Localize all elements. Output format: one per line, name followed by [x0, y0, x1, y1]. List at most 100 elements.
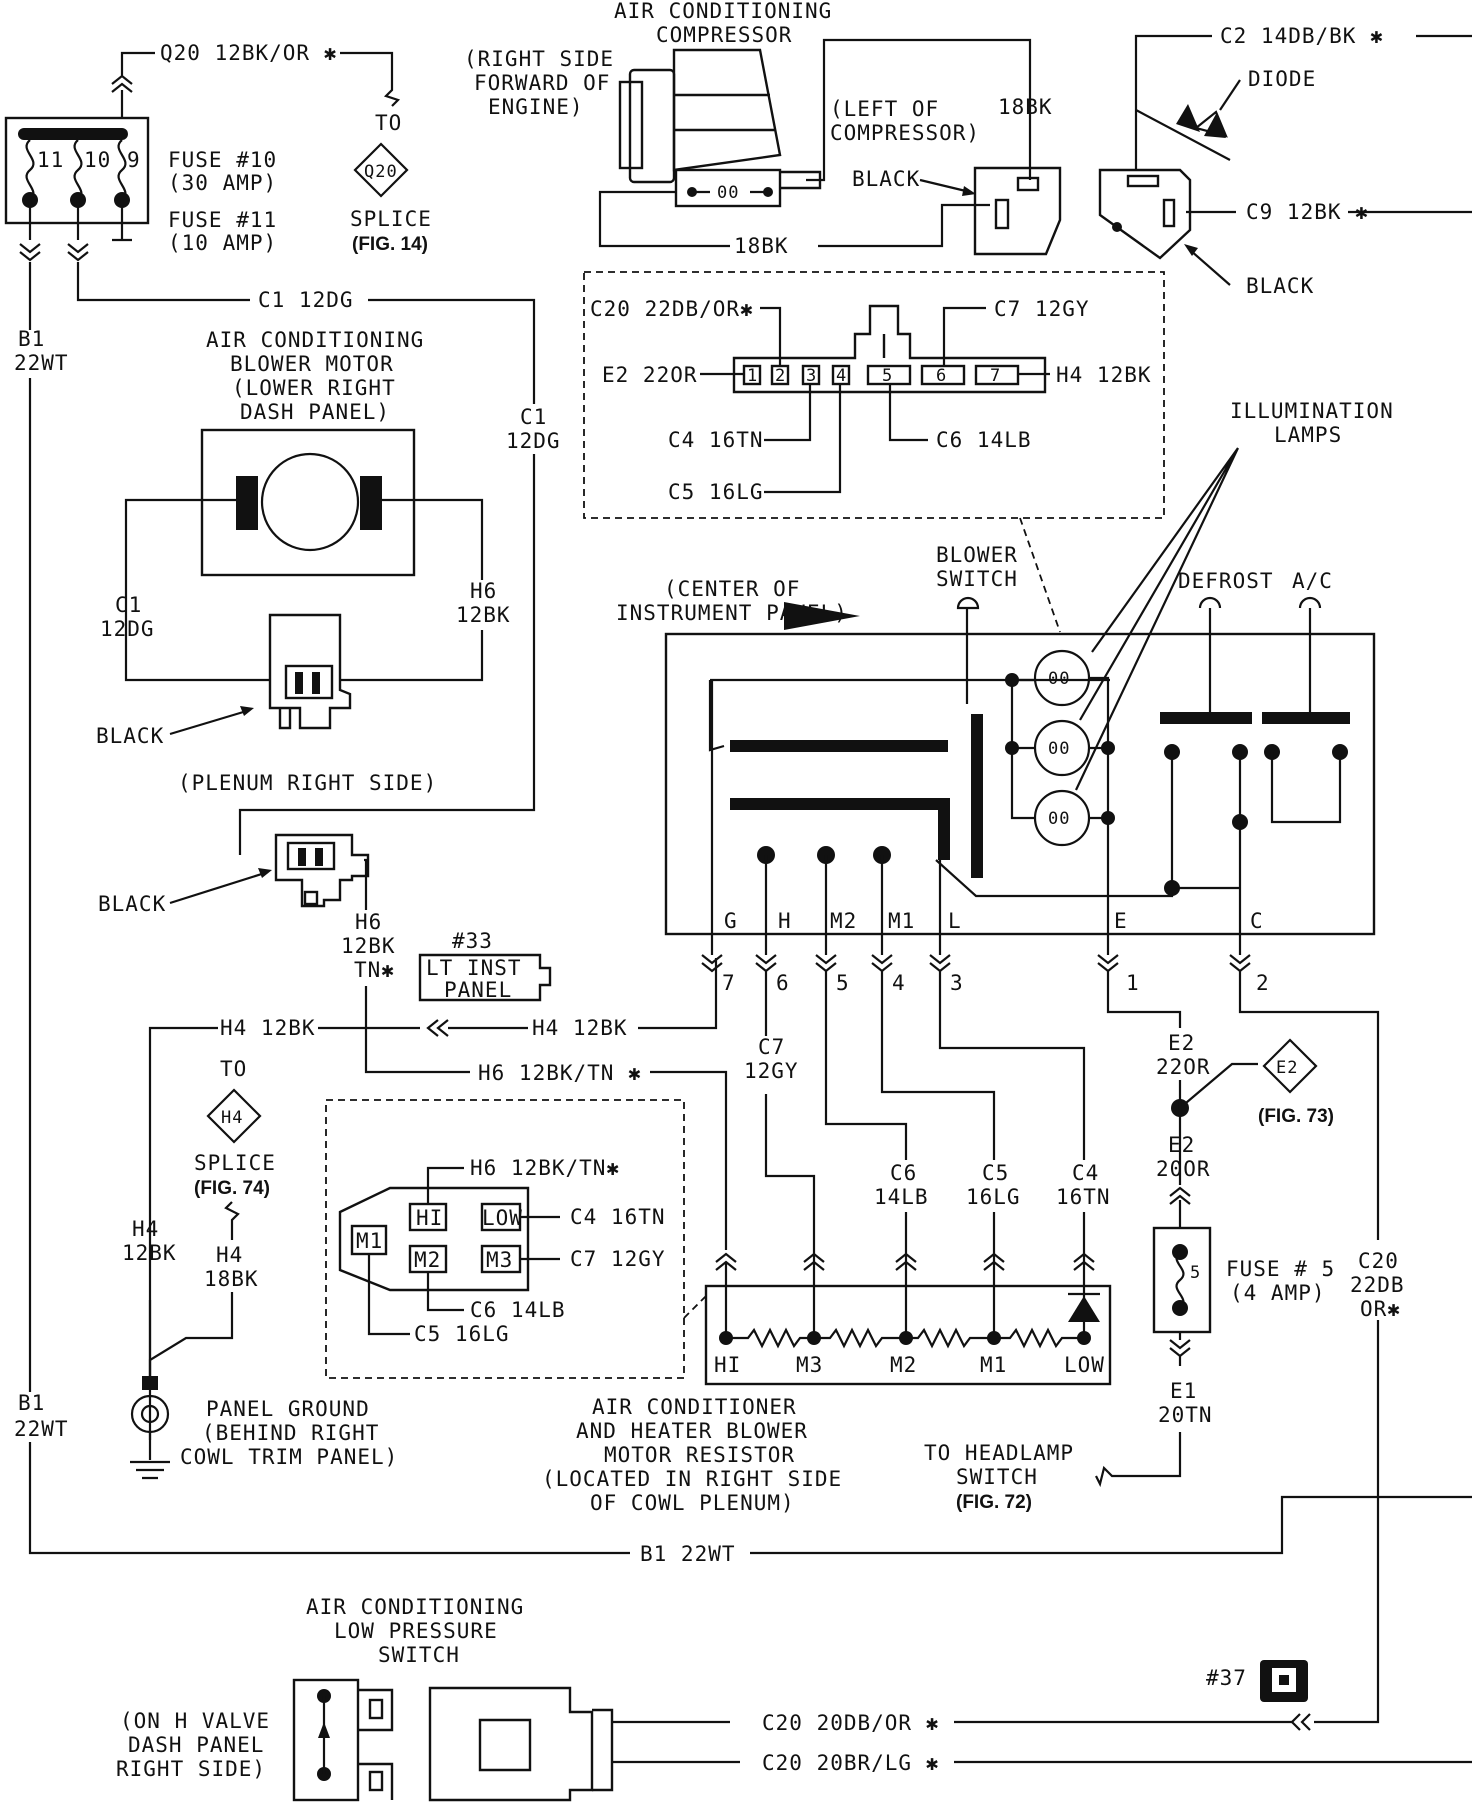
- c7-wire-gauge: 12GY: [744, 1059, 799, 1083]
- low-pressure-switch: [292, 1678, 394, 1802]
- res-term-m1: M1: [980, 1353, 1007, 1377]
- q20-to-label: TO: [375, 111, 402, 135]
- q20-wire-label: Q20 12BK/OR ✱: [160, 41, 337, 65]
- blower-motor-title-2: BLOWER MOTOR: [230, 352, 394, 376]
- c9-wire-label: C9 12BK ✱: [1246, 200, 1369, 224]
- res-term-m2: M2: [890, 1353, 917, 1377]
- front-arrow: [784, 602, 860, 630]
- e2-20or-label: E2: [1168, 1133, 1195, 1157]
- h4-12bk-label: H4: [132, 1217, 159, 1241]
- lamp-1-filament: 00: [1048, 669, 1070, 689]
- c5-wire-label: C5: [982, 1161, 1009, 1185]
- motor-c1-gauge: 12DG: [100, 617, 155, 641]
- q20-fig-ref: (FIG. 14): [352, 234, 428, 255]
- h4-18bk-gauge: 18BK: [204, 1267, 259, 1291]
- fuse-5: 5: [1152, 1226, 1212, 1334]
- compressor-connector: [973, 166, 1062, 256]
- plenum-connector-black-label: BLACK: [98, 892, 166, 916]
- term-g: G: [724, 909, 738, 933]
- blower-motor-title-1: AIR CONDITIONING: [206, 328, 424, 352]
- blower-motor-title-3: (LOWER RIGHT: [232, 376, 396, 400]
- c6-wire-label: C6: [890, 1161, 917, 1185]
- pressure-switch-title-2: LOW PRESSURE: [334, 1619, 498, 1643]
- pin-label-7: 7: [722, 971, 736, 995]
- illumination-label-2: LAMPS: [1274, 423, 1342, 447]
- c20-right-label: C20: [1358, 1249, 1399, 1273]
- sw-c6-label: C6 14LB: [936, 428, 1032, 452]
- sw-c7-label: C7 12GY: [994, 297, 1090, 321]
- res-conn-c5-label: C5 16LG: [414, 1322, 510, 1346]
- term-c: C: [1250, 909, 1264, 933]
- e2-22or-gauge: 22OR: [1156, 1055, 1211, 1079]
- compressor-title-2: COMPRESSOR: [656, 23, 792, 47]
- control-panel-box: [664, 632, 1376, 936]
- b1-bottom-label: B1: [18, 1391, 45, 1415]
- h6-wire-label: H6 12BK/TN ✱: [478, 1061, 642, 1085]
- fuse-10-label: FUSE #10: [168, 148, 277, 172]
- h4-12bk-gauge: 12BK: [122, 1241, 177, 1265]
- q20-splice-label: SPLICE: [350, 207, 432, 231]
- switch-connector-pins: 1 2 3 4 5 6 7: [742, 364, 1020, 386]
- blower-motor-connector: [268, 613, 352, 730]
- switch-connector-detail-box: [583, 271, 1165, 519]
- lt-inst-panel-box: [418, 953, 552, 1002]
- pin-label-3: 3: [950, 971, 964, 995]
- h4-wire-left-label: H4 12BK: [220, 1016, 316, 1040]
- compressor-title-1: AIR CONDITIONING: [614, 0, 832, 23]
- compressor-18bk-bottom: 18BK: [734, 234, 789, 258]
- h4-splice-diamond: H4: [206, 1088, 262, 1144]
- pressure-switch-loc-3: RIGHT SIDE): [116, 1757, 266, 1781]
- illumination-label-1: ILLUMINATION: [1230, 399, 1394, 423]
- motor-h6-gauge: 12BK: [456, 603, 511, 627]
- c1-right-label: C1: [520, 405, 547, 429]
- pin-4: 4: [836, 366, 847, 386]
- diode-label: DIODE: [1248, 67, 1316, 91]
- blower-switch-label-2: SWITCH: [936, 567, 1018, 591]
- fuse-cavity-10: 10: [84, 148, 111, 172]
- res-conn-m2: M2: [414, 1248, 441, 1272]
- e1-label: E1: [1170, 1379, 1197, 1403]
- fuse-5-label: FUSE # 5: [1226, 1257, 1335, 1281]
- blower-switch-label-1: BLOWER: [936, 543, 1018, 567]
- motor-h6-label: H6: [470, 579, 497, 603]
- c2-wire-label: C2 14DB/BK ✱: [1220, 24, 1384, 48]
- diode-connector: [1098, 168, 1192, 260]
- res-term-m3: M3: [796, 1353, 823, 1377]
- sw-c5-label: C5 16LG: [668, 480, 764, 504]
- connector-ref-37-icon: [1260, 1660, 1308, 1702]
- b1-bottom-wire-label: B1 22WT: [640, 1542, 736, 1566]
- c1-right-gauge: 12DG: [506, 429, 561, 453]
- pin-2: 2: [775, 366, 786, 386]
- compressor-left-2: COMPRESSOR): [830, 121, 980, 145]
- sw-e2-label: E2 22OR: [602, 363, 698, 387]
- c20-20br-lg-label: C20 20BR/LG ✱: [762, 1751, 939, 1775]
- ground-label-3: COWL TRIM PANEL): [180, 1445, 398, 1469]
- compressor-18bk-top: 18BK: [998, 95, 1053, 119]
- pressure-switch-connector: [428, 1686, 614, 1802]
- sw-c4-label: C4 16TN: [668, 428, 764, 452]
- compressor-location-2: FORWARD OF: [474, 71, 610, 95]
- res-conn-m3: M3: [486, 1248, 513, 1272]
- panel-ground-symbol: [130, 1300, 170, 1480]
- ref-37-label: #37: [1206, 1666, 1247, 1690]
- pressure-switch-loc-2: DASH PANEL: [128, 1733, 264, 1757]
- c4-wire-label: C4: [1072, 1161, 1099, 1185]
- pressure-switch-title-3: SWITCH: [378, 1643, 460, 1667]
- resistor-title-4: (LOCATED IN RIGHT SIDE: [542, 1467, 842, 1491]
- res-conn-m1: M1: [356, 1229, 383, 1253]
- e2-20or-gauge: 20OR: [1156, 1157, 1211, 1181]
- switch-connector: [732, 304, 1047, 394]
- pin-3: 3: [806, 366, 817, 386]
- ground-label-1: PANEL GROUND: [206, 1397, 370, 1421]
- e2-22or-label: E2: [1168, 1031, 1195, 1055]
- center-label-1: (CENTER OF: [664, 577, 800, 601]
- c20-right-color: OR✱: [1360, 1297, 1401, 1321]
- b1-top-label: B1: [18, 327, 45, 351]
- fuse-5-rating: (4 AMP): [1230, 1281, 1326, 1305]
- res-conn-h6-label: H6 12BK/TN✱: [470, 1156, 620, 1180]
- h4-splice-label: SPLICE: [194, 1151, 276, 1175]
- res-term-hi: HI: [714, 1353, 741, 1377]
- fuse-cavity-9: 9: [127, 148, 141, 172]
- res-term-low: LOW: [1064, 1353, 1105, 1377]
